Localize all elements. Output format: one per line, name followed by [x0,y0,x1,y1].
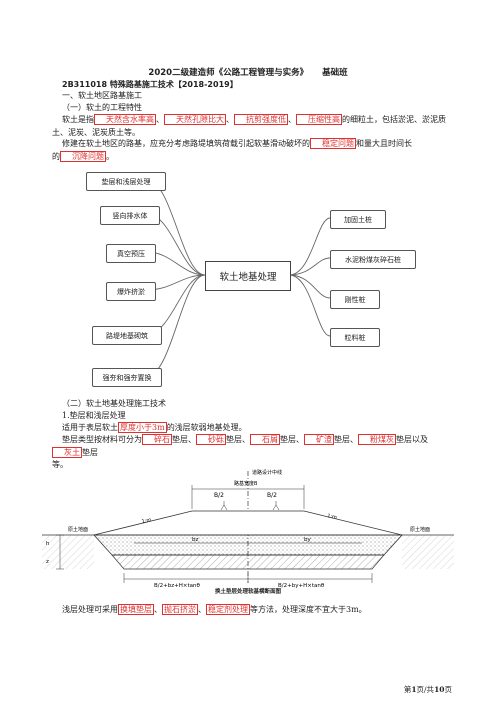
figure-caption: 换土垫层处理软基横断面图 [214,589,281,595]
page-footer: 第1页/共10页 [403,685,452,694]
heading-techniques: （二）软土地基处理施工技术 [62,399,166,408]
section-heading: 2B311018 特殊路基施工技术【2018-2019】 [62,80,238,89]
keyword-box: 天然含水率高 [94,114,156,125]
keyword-box: 灰土 [52,446,82,458]
keyword-box: 碎石 [142,434,172,445]
paragraph-shallow-methods: 浅层处理可采用换填垫层、抛石挤淤、稳定剂处理等方法，处理深度不宜大于3m。 [62,604,367,615]
label-half-left: B/2 [214,492,224,499]
keyword-box: 粉煤灰 [358,434,396,445]
label-bz: bz [192,537,198,543]
node-embankment: 路堤地基砌筑 [92,326,162,345]
keyword-box: 厚度小于3m [118,422,167,433]
keyword-box: 砂砾 [196,434,226,445]
node-dynamic-compaction: 强夯和强夯置换 [92,368,162,387]
title-text: 2020二级建造师《公路工程管理与实务》 [148,68,309,78]
node-cushion: 垫层和浅层处理 [86,172,166,191]
page-number: 1 [411,685,417,694]
title-tag: 基础班 [322,68,348,78]
label-centerline: 道路设计中线 [252,469,282,476]
cross-section-figure: 道路设计中线 路基宽度B B/2 B/2 1:m 1:m 原土地面 原土地面 b… [42,465,454,595]
cross-section-drawing: 道路设计中线 路基宽度B B/2 B/2 1:m 1:m 原土地面 原土地面 b… [42,469,454,589]
keyword-box: 压缩性高 [296,114,342,125]
label-slope-right: 1:m [327,513,338,521]
node-vacuum-preload: 真空预压 [106,244,156,263]
keyword-box: 换填垫层 [118,604,154,615]
mind-map: 垫层和浅层处理 竖向排水体 真空预压 爆炸挤淤 路堤地基砌筑 强夯和强夯置换 软… [62,166,452,388]
label-z: z [46,559,49,565]
keyword-box: 矿渣 [304,434,334,445]
node-rigid-pile: 刚性桩 [330,290,380,309]
label-h: h [46,541,50,547]
keyword-box: 稳定剂处理 [206,604,250,615]
node-blast-squeeze: 爆炸挤淤 [106,282,156,301]
keyword-box: 抛石挤淤 [162,604,198,615]
keyword-box: 抗剪强度低 [234,114,288,125]
heading-cushion: 1.垫层和浅层处理 [62,411,126,420]
page-title: 2020二级建造师《公路工程管理与实务》 基础班 [0,66,496,78]
heading-characteristics: （一）软土的工程特性 [62,103,142,112]
label-half-right: B/2 [267,492,277,499]
keyword-box: 稳定问题 [310,138,356,149]
label-ground-right: 原土地面 [410,526,430,533]
keyword-box: 沉降问题 [60,150,106,162]
paragraph-cushion-types: 垫层类型按材料可分为碎石垫层、砂砾垫层、石屑垫层、矿渣垫层、粉煤灰垫层以及灰土垫… [52,434,428,469]
keyword-box: 石屑 [250,434,280,445]
node-cfg-pile: 水泥粉煤灰碎石桩 [330,250,416,269]
page-total: 10 [434,685,445,694]
keyword-box: 天然孔隙比大 [164,114,226,125]
label-width: 路基宽度B [234,480,258,487]
node-reinforced-pile: 加固土桩 [330,210,386,229]
node-center: 软土地基处理 [205,261,291,291]
label-right-dim: B/2+by+H×tanθ [278,583,325,589]
paragraph-problems: 修建在软土地区的路基，应充分考虑路堤填筑荷载引起软基滑动破坏的稳定问题和量大且时… [52,138,412,162]
paragraph-definition: 软土是指天然含水率高、天然孔隙比大、抗剪强度低、压缩性高的细粒土，包括淤泥、淤泥… [52,114,446,137]
label-left-dim: B/2+bz+H×tanθ [154,583,200,589]
node-granular-pile: 粒料桩 [330,328,380,347]
heading-soft-soil: 一、软土地区路基施工 [62,91,142,100]
label-ground-left: 原土地面 [68,526,88,533]
label-slope-left: 1:m [141,517,152,525]
node-vertical-drain: 竖向排水体 [100,206,160,225]
label-by: by [304,537,311,543]
